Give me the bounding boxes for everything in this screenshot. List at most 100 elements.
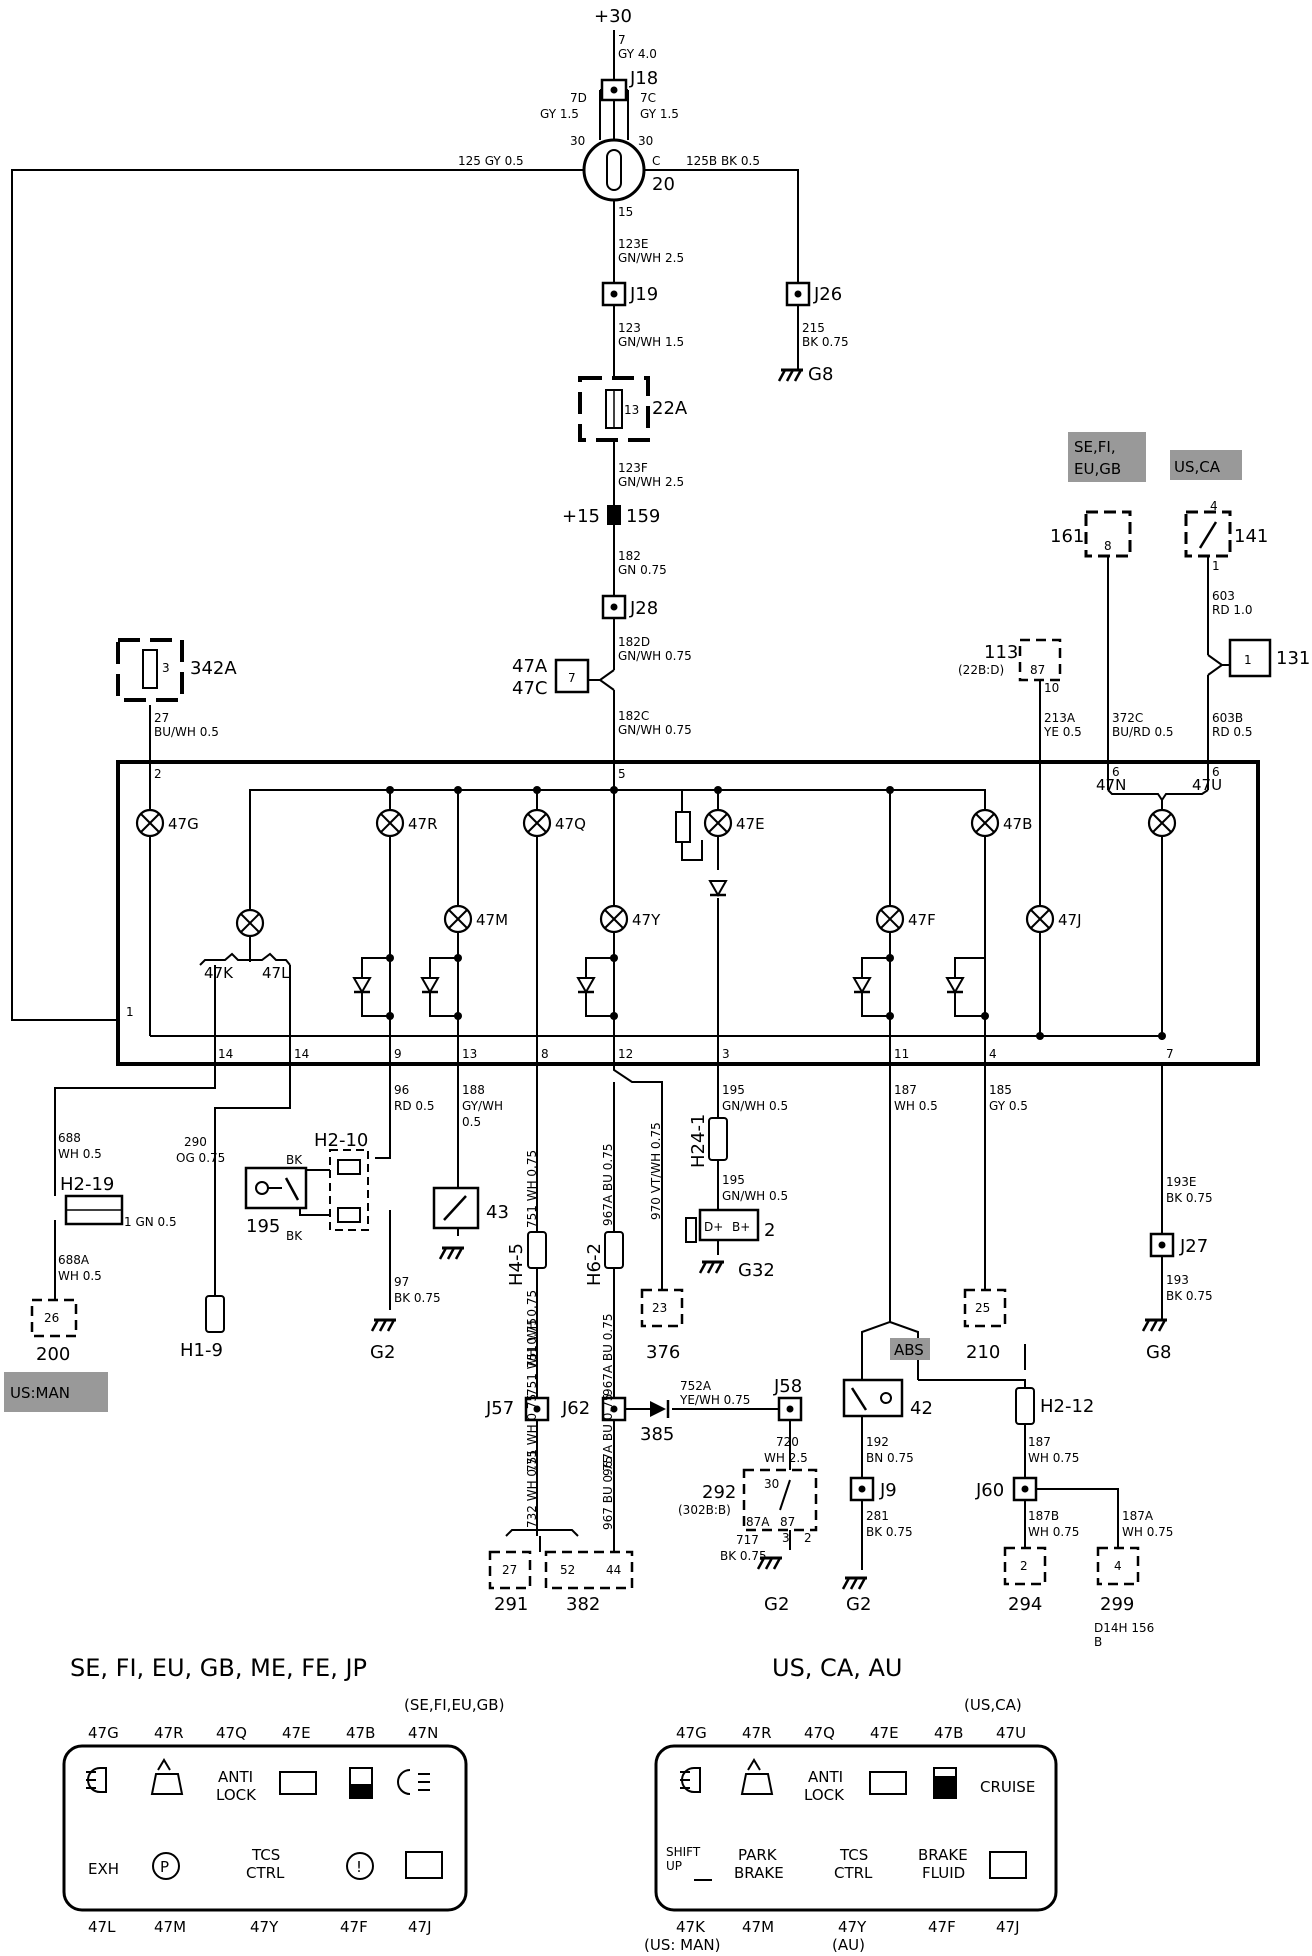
market-tag-se bbox=[1068, 432, 1146, 482]
fuse-22a bbox=[578, 376, 650, 442]
wire-label: 7 bbox=[618, 33, 626, 47]
wire-label: 182C bbox=[618, 709, 649, 723]
pin-label: 2 bbox=[1020, 1559, 1028, 1573]
lamp-label: 47L bbox=[262, 964, 290, 982]
connector-h1-9 bbox=[205, 1295, 225, 1333]
lamp-label: 47F bbox=[908, 911, 936, 929]
wire-label: 372C bbox=[1112, 711, 1143, 725]
wire-label: BU/WH 0.5 bbox=[154, 725, 219, 739]
wire-label: 97 bbox=[394, 1275, 409, 1289]
rear-defrost-icon bbox=[405, 1851, 443, 1879]
wire-label: 215 bbox=[802, 321, 825, 335]
pin-label: 2 bbox=[154, 767, 162, 781]
connector-382 bbox=[544, 1550, 634, 1590]
c113-label: 113 bbox=[984, 642, 1018, 663]
legend-sub: (US: MAN) bbox=[644, 1936, 720, 1954]
wire-label: 732 WH 0.75 bbox=[525, 1450, 539, 1528]
connector-47a bbox=[554, 658, 590, 694]
alternator-label: 2 bbox=[764, 1220, 775, 1241]
connector-113 bbox=[1018, 638, 1062, 682]
wire-label: BK 0.75 bbox=[1166, 1289, 1213, 1303]
legend-label: 47F bbox=[340, 1918, 368, 1936]
legend-text: EXH bbox=[88, 1860, 119, 1878]
lamp-47b-icon bbox=[970, 808, 1000, 838]
pin-label: 30 bbox=[570, 134, 585, 148]
h2-19-label: H2-19 bbox=[60, 1174, 114, 1195]
wire-label: 187 bbox=[894, 1083, 917, 1097]
supply-label: +30 bbox=[594, 6, 632, 27]
wire-label: GY/WH bbox=[462, 1099, 503, 1113]
wire-label: WH 0.5 bbox=[58, 1147, 102, 1161]
pin-label: 1 bbox=[1244, 653, 1252, 667]
pin-label: 3 bbox=[162, 661, 170, 675]
wire-label: BK 0.75 bbox=[866, 1525, 913, 1539]
pin-label: 14 bbox=[218, 1047, 233, 1061]
legend-label: 47Y bbox=[250, 1918, 279, 1936]
diode-icon bbox=[945, 976, 965, 994]
connector-h2-10 bbox=[329, 1149, 369, 1231]
lamp-47kl-icon bbox=[235, 908, 265, 938]
wire-label: 213A bbox=[1044, 711, 1076, 725]
legend-left: SE, FI, EU, GB, ME, FE, JP (SE,FI,EU,GB)… bbox=[62, 1654, 504, 1936]
g2-label: G2 bbox=[370, 1342, 395, 1363]
lamp-label: 47B bbox=[1003, 815, 1032, 833]
wire-label: 123E bbox=[618, 237, 649, 251]
j60-label: J60 bbox=[975, 1480, 1004, 1501]
wire-label: GY 4.0 bbox=[618, 47, 657, 61]
wire-label: BK 0.75 bbox=[720, 1549, 767, 1563]
pin-label: 11 bbox=[894, 1047, 909, 1061]
wire-label: 688A bbox=[58, 1253, 90, 1267]
wire-label: GY 0.5 bbox=[989, 1099, 1028, 1113]
pin-label: 12 bbox=[618, 1047, 633, 1061]
h24-1-label: H24-1 bbox=[688, 1114, 709, 1168]
lamp-label: 47U bbox=[1192, 776, 1222, 794]
wire-label: GN/WH 1.5 bbox=[618, 335, 684, 349]
pin-label: 4 bbox=[989, 1047, 997, 1061]
foglight-icon bbox=[397, 1769, 430, 1795]
wire-label: BK bbox=[286, 1153, 303, 1167]
market-tag-us bbox=[1170, 450, 1242, 480]
legend-label: 47R bbox=[154, 1724, 184, 1742]
pin-label: 30 bbox=[638, 134, 653, 148]
drawing-ref: D14H 156 bbox=[1094, 1621, 1154, 1635]
lamp-label: 47M bbox=[476, 911, 508, 929]
fuse-342a-label: 342A bbox=[190, 658, 237, 679]
wire-label: GN/WH 2.5 bbox=[618, 475, 684, 489]
lamp-47q-icon bbox=[522, 808, 552, 838]
pin-label: B+ bbox=[732, 1220, 750, 1234]
pin-label: C bbox=[652, 154, 660, 168]
pin-label: 4 bbox=[1114, 1559, 1122, 1573]
wire-label: 182D bbox=[618, 635, 650, 649]
brake-warning-icon bbox=[346, 1852, 374, 1880]
wire-label: 195 bbox=[722, 1083, 745, 1097]
legend-text: ANTI bbox=[218, 1768, 253, 1786]
wire-label: RD 1.0 bbox=[1212, 603, 1252, 617]
pin-label: 52 bbox=[560, 1563, 575, 1577]
c299-label: 299 bbox=[1100, 1594, 1134, 1615]
wire-label: YE/WH 0.75 bbox=[679, 1393, 750, 1407]
h2-12-label: H2-12 bbox=[1040, 1396, 1094, 1417]
switch-20-label: 20 bbox=[652, 174, 675, 195]
wire-label: YE 0.5 bbox=[1043, 725, 1082, 739]
legend-label: 47E bbox=[870, 1724, 899, 1742]
wire-label: 125 GY 0.5 bbox=[458, 154, 524, 168]
connector-h24-1 bbox=[708, 1117, 728, 1161]
legend-title: US, CA, AU bbox=[772, 1654, 902, 1682]
legend-text: CRUISE bbox=[980, 1778, 1035, 1796]
tag-us-label: US,CA bbox=[1174, 458, 1221, 476]
junction-j9 bbox=[849, 1476, 875, 1502]
g8-label: G8 bbox=[808, 364, 833, 385]
headlight-icon bbox=[87, 1767, 107, 1793]
ground-icon bbox=[1141, 1318, 1169, 1333]
legend-label: 47B bbox=[346, 1724, 375, 1742]
terminal-159 bbox=[607, 505, 621, 525]
diode-icon bbox=[420, 976, 440, 994]
legend-text: TCS bbox=[839, 1846, 868, 1864]
tag-se-label: EU,GB bbox=[1074, 460, 1121, 478]
legend-label: 47B bbox=[934, 1724, 963, 1742]
ground-icon bbox=[841, 1576, 869, 1591]
connector-131 bbox=[1228, 638, 1272, 678]
pin-label: 1 bbox=[1212, 559, 1220, 573]
switch-42 bbox=[842, 1378, 904, 1418]
